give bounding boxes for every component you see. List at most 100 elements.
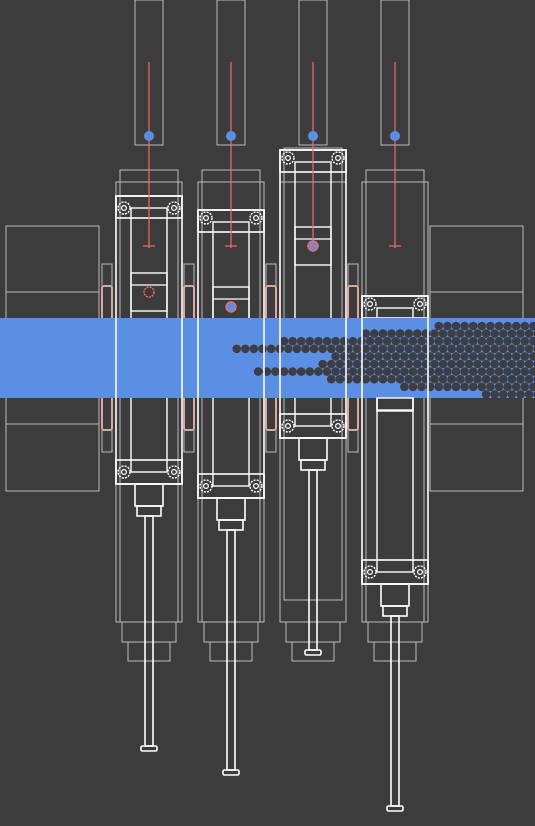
wheel-rim <box>117 465 131 479</box>
cell <box>391 336 401 346</box>
cell <box>417 352 426 361</box>
cell <box>374 367 383 376</box>
piston-tip <box>140 745 158 752</box>
cell <box>370 329 379 338</box>
wheel-rim <box>167 465 181 479</box>
cell <box>400 367 409 376</box>
slot-upper <box>265 285 277 321</box>
piston-rod <box>226 529 236 771</box>
cell <box>481 329 491 338</box>
cell <box>331 336 340 346</box>
wheel-rim <box>281 419 295 433</box>
cell <box>460 336 469 346</box>
cell <box>327 374 336 384</box>
cell <box>288 336 297 346</box>
upper-jaw <box>361 295 429 319</box>
wheel-rim <box>199 479 213 493</box>
cell <box>451 336 461 346</box>
cell <box>348 336 358 346</box>
cell <box>464 329 474 338</box>
cell <box>352 359 362 369</box>
cell <box>348 352 358 361</box>
cell <box>387 344 396 354</box>
wheel-hub <box>417 301 424 308</box>
cell <box>361 329 371 338</box>
cell <box>335 359 345 369</box>
wheel-rim <box>363 297 377 311</box>
cell <box>404 374 414 384</box>
alignment-marker-icon <box>143 286 155 298</box>
cell <box>447 359 457 369</box>
cell <box>374 352 383 361</box>
cell <box>516 359 525 369</box>
cell <box>249 344 259 354</box>
column-2-front <box>197 318 265 398</box>
wheel-hub <box>171 205 178 212</box>
piston-rod <box>308 469 318 651</box>
cell-pattern <box>232 321 535 399</box>
gear-wheel-icon <box>199 211 213 225</box>
cell <box>443 321 452 331</box>
cell <box>451 367 461 376</box>
cell <box>486 352 495 361</box>
alignment-marker-icon <box>225 301 237 313</box>
cell <box>473 329 482 338</box>
wheel-hub <box>335 155 342 162</box>
cell <box>507 359 517 369</box>
cell <box>486 321 495 331</box>
cell <box>314 336 323 346</box>
cell <box>425 367 435 376</box>
cell <box>318 359 328 369</box>
cell <box>473 374 482 384</box>
front-parts-layer <box>115 318 429 411</box>
column-3-front <box>279 318 347 398</box>
cell <box>499 359 508 369</box>
housing-foot-lower <box>373 641 417 662</box>
top-marker-dot <box>144 131 154 141</box>
cell <box>370 374 379 384</box>
cell <box>481 344 491 354</box>
cell <box>477 352 487 361</box>
cell <box>524 344 534 354</box>
wheel-hub <box>171 469 178 476</box>
cell <box>468 321 478 331</box>
gear-wheel-icon <box>281 419 295 433</box>
cell <box>451 321 461 331</box>
cell <box>511 352 521 361</box>
cell <box>352 374 362 384</box>
cell <box>524 359 534 369</box>
cell <box>352 344 362 354</box>
cell <box>456 359 465 369</box>
cell <box>335 344 345 354</box>
gear-wheel-icon <box>331 419 345 433</box>
cell <box>468 352 478 361</box>
cell <box>438 359 448 369</box>
cell <box>404 344 414 354</box>
cell <box>477 321 487 331</box>
cell <box>421 329 431 338</box>
cell <box>361 374 371 384</box>
cell <box>490 329 500 338</box>
cell <box>271 367 280 376</box>
cell <box>361 344 371 354</box>
cell <box>503 367 512 376</box>
cell <box>447 329 457 338</box>
cell <box>305 336 315 346</box>
wheel-hub <box>285 423 292 430</box>
cell <box>279 367 289 376</box>
cell <box>395 329 405 338</box>
cell <box>443 352 452 361</box>
piston-neck <box>218 519 244 531</box>
slot-upper <box>101 285 113 321</box>
cell <box>520 321 530 331</box>
cell <box>477 382 487 392</box>
gear-wheel-icon <box>363 565 377 579</box>
cell <box>477 367 487 376</box>
cell <box>430 344 439 354</box>
wheel-hub <box>367 301 374 308</box>
alignment-marker-icon <box>307 240 319 252</box>
marker-dot <box>225 301 237 313</box>
piston-neck <box>136 505 162 517</box>
wheel-hub <box>253 483 260 490</box>
cell <box>456 329 465 338</box>
